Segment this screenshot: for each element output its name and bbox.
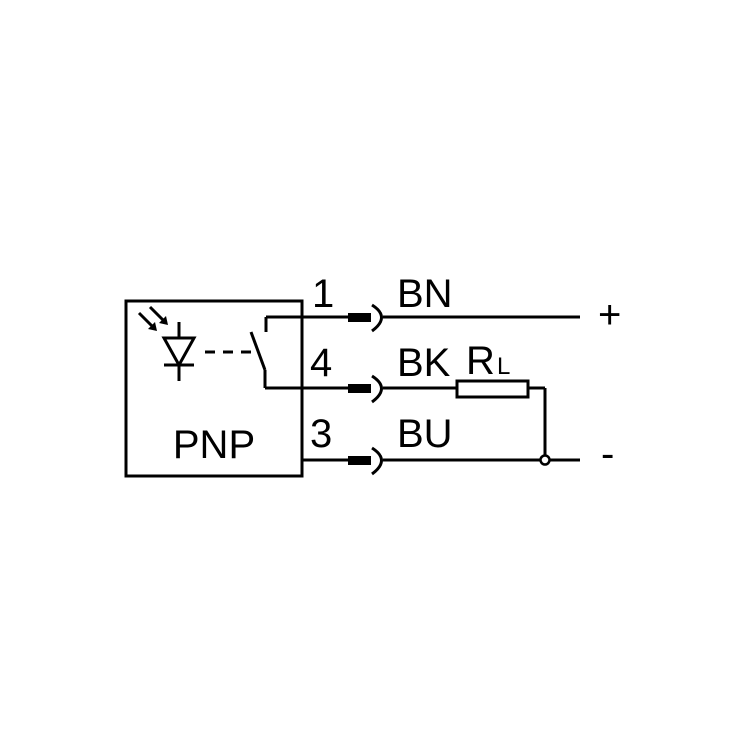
resistor-icon — [455, 379, 530, 399]
sensor-type-label: PNP — [173, 423, 255, 467]
wire-color-bu: BU — [397, 412, 453, 456]
load-resistor-subscript: L — [497, 353, 510, 380]
wire-4-bk — [265, 374, 457, 404]
light-receiver-arrows-icon — [137, 305, 168, 331]
pin-number-4: 4 — [310, 341, 332, 385]
wire-color-bk: BK — [397, 341, 451, 385]
photodiode-icon — [161, 322, 197, 381]
pin-number-1: 1 — [312, 272, 334, 316]
wire-color-bn: BN — [397, 272, 453, 316]
supply-positive: + — [598, 293, 621, 337]
switch-contact-icon — [249, 315, 302, 388]
supply-negative: - — [601, 432, 614, 476]
junction-dot-icon — [539, 454, 551, 466]
load-return-wire — [528, 386, 547, 460]
pin-number-3: 3 — [310, 412, 332, 456]
load-resistor-label: R — [466, 339, 495, 383]
wire-1-bn — [302, 303, 580, 333]
